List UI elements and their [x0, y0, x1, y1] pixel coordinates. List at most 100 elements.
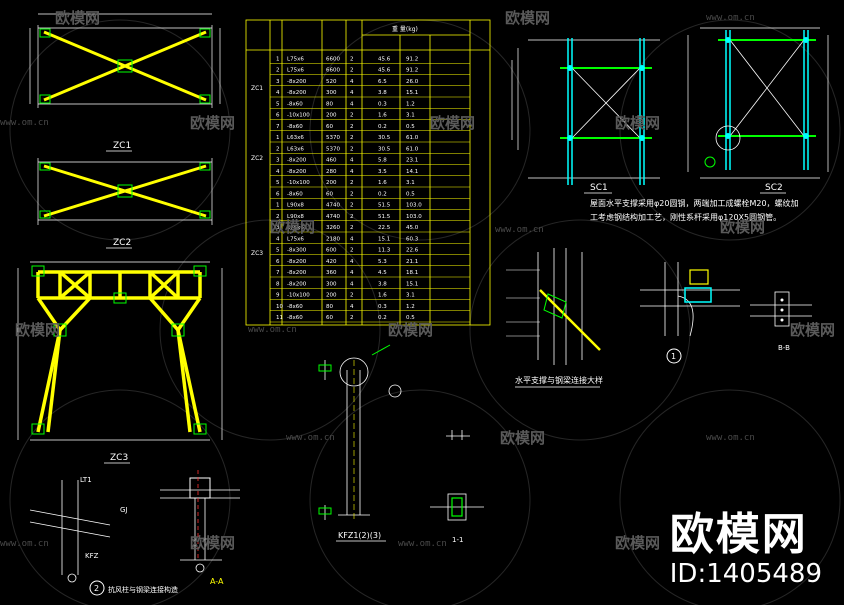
table-cell-len: 600	[326, 248, 337, 254]
kfz-label: KFZ	[85, 552, 99, 560]
table-cell-len: 520	[326, 79, 337, 85]
table-cell-n: 2	[276, 214, 280, 220]
table-cell-total: 26.0	[406, 79, 419, 85]
table-cell-len: 60	[326, 315, 333, 321]
table-cell-len: 200	[326, 180, 337, 186]
table-cell-n: 1	[276, 135, 280, 141]
table-cell-unit: 15.1	[378, 236, 390, 242]
zc2-label: ZC2	[113, 238, 131, 248]
bracing-detail-title: 水平支撑与钢梁连接大样	[515, 375, 603, 385]
table-cell-n: 5	[276, 248, 280, 254]
watermark-url: www.om.cn	[398, 539, 447, 549]
table-cell-qty: 4	[350, 90, 354, 96]
table-cell-len: 300	[326, 281, 337, 287]
table-cell-unit: 3.8	[378, 281, 387, 287]
table-cell-n: 6	[276, 113, 280, 119]
detail-circle-2: 2	[94, 584, 99, 593]
table-cell-n: 3	[276, 225, 280, 231]
table-group-zc3: ZC3	[251, 250, 263, 257]
table-cell-qty: 2	[350, 135, 354, 141]
kfz-column-elevation: KFZ1(2)(3)	[318, 344, 402, 542]
table-cell-n: 1	[276, 203, 280, 209]
table-cell-total: 22.6	[406, 248, 419, 254]
table-cell-qty: 2	[350, 146, 354, 152]
table-cell-spec: L63x6	[287, 135, 304, 141]
zc2-bracing-elevation: ZC2	[37, 158, 213, 249]
watermark-url: www.om.cn	[0, 539, 49, 549]
watermark-text: 欧模网	[615, 114, 660, 132]
watermark-text: 欧模网	[720, 218, 765, 236]
table-cell-spec: -10x100	[287, 293, 310, 299]
section-1-1-detail: 1-1	[430, 430, 484, 544]
table-cell-len: 6600	[326, 68, 340, 74]
table-cell-n: 7	[276, 270, 280, 276]
zc1-bracing-elevation: ZC1	[29, 13, 221, 152]
table-cell-total: 1.2	[406, 101, 415, 107]
watermark-url: www.om.cn	[0, 118, 49, 128]
table-cell-spec: -8x60	[287, 101, 303, 107]
table-cell-total: 0.5	[406, 124, 415, 130]
table-cell-unit: 4.5	[378, 270, 387, 276]
table-cell-qty: 2	[350, 315, 354, 321]
table-cell-qty: 4	[350, 304, 354, 310]
table-cell-unit: 11.3	[378, 248, 391, 254]
table-cell-len: 60	[326, 191, 333, 197]
sc2-roof-bracing: SC2	[687, 27, 829, 194]
gj-label: GJ	[120, 506, 128, 514]
table-cell-qty: 4	[350, 270, 354, 276]
table-cell-len: 5370	[326, 135, 340, 141]
table-cell-len: 80	[326, 304, 333, 310]
section-1-1-label: 1-1	[452, 536, 463, 544]
table-cell-total: 21.1	[406, 259, 418, 265]
sc1-roof-bracing: SC1	[511, 38, 660, 194]
table-header-weight: 重 量(kg)	[392, 25, 418, 33]
table-cell-total: 3.1	[406, 180, 415, 186]
table-cell-n: 4	[276, 90, 280, 96]
zc3-label: ZC3	[110, 453, 128, 463]
watermark-url: www.om.cn	[248, 325, 297, 335]
table-cell-len: 4740	[326, 214, 340, 220]
detail-2-column-beam: LT1 GJ KFZ A-A 2 抗风柱与钢梁连接构造	[29, 470, 240, 596]
bracing-beam-detail: 水平支撑与钢梁连接大样	[506, 248, 603, 388]
table-cell-spec: L75x6	[287, 236, 304, 242]
watermark-text: 欧模网	[388, 321, 433, 339]
table-cell-qty: 2	[350, 225, 354, 231]
table-cell-len: 460	[326, 158, 337, 164]
table-cell-len: 200	[326, 293, 337, 299]
section-a-a-label: A-A	[210, 577, 224, 586]
table-cell-n: 6	[276, 191, 280, 197]
table-cell-unit: 1.6	[378, 293, 387, 299]
table-cell-n: 11	[276, 315, 283, 321]
table-cell-spec: -8x300	[287, 248, 307, 254]
table-cell-qty: 4	[350, 79, 354, 85]
table-cell-n: 2	[276, 146, 280, 152]
table-cell-unit: 3.8	[378, 90, 387, 96]
watermark-url: www.om.cn	[495, 225, 544, 235]
table-cell-spec: -8x200	[287, 169, 307, 175]
table-cell-unit: 30.5	[378, 146, 391, 152]
table-cell-total: 15.1	[406, 90, 418, 96]
table-cell-qty: 2	[350, 113, 354, 119]
watermark-text: 欧模网	[55, 9, 100, 27]
table-cell-qty: 4	[350, 169, 354, 175]
table-cell-spec: -10x100	[287, 180, 310, 186]
table-cell-len: 2180	[326, 236, 340, 242]
watermark-text: 欧模网	[430, 114, 475, 132]
table-cell-total: 1.2	[406, 304, 415, 310]
table-cell-len: 200	[326, 113, 337, 119]
section-b-b-detail: B-B	[750, 291, 812, 352]
table-cell-total: 60.3	[406, 236, 419, 242]
table-cell-n: 9	[276, 293, 280, 299]
table-cell-qty: 4	[350, 259, 354, 265]
table-cell-spec: -8x200	[287, 259, 307, 265]
zc1-label: ZC1	[113, 141, 131, 151]
table-cell-unit: 45.6	[378, 56, 391, 62]
table-cell-qty: 2	[350, 68, 354, 74]
table-cell-unit: 5.8	[378, 158, 387, 164]
watermarks: 欧模网 www.om.cn 欧模网 欧模网 www.om.cn 欧模网 欧模网 …	[0, 9, 835, 552]
table-cell-spec: -8x200	[287, 270, 307, 276]
table-cell-n: 8	[276, 281, 280, 287]
table-cell-unit: 1.6	[378, 113, 387, 119]
